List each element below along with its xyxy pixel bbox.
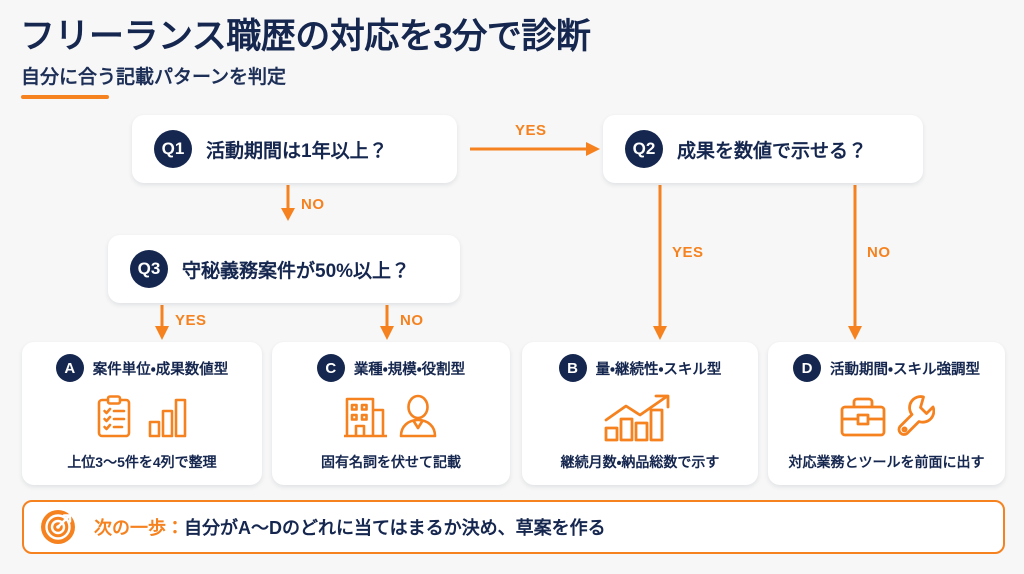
edge-label-q2-no: NO bbox=[867, 244, 891, 261]
result-caption-d: 対応業務とツールを前面に出す bbox=[788, 454, 985, 470]
page-subtitle: 自分に合う記載パターンを判定 bbox=[21, 67, 287, 88]
result-card-d[interactable]: D 活動期間・スキル強調型 対応業務とツールを前面に出す bbox=[768, 342, 1005, 485]
result-card-a-head: A 案件単位・成果数値型 bbox=[55, 354, 229, 382]
edge-label-q3-yes: YES bbox=[175, 312, 207, 329]
question-box-q3[interactable]: Q3 守秘義務案件が50%以上？ bbox=[108, 235, 460, 303]
next-step-body: 自分がA〜Dのどれに当てはまるか決め、草案を作る bbox=[184, 518, 606, 538]
person-icon bbox=[397, 394, 439, 440]
result-card-c[interactable]: C 業種・規模・役割型 bbox=[272, 342, 510, 485]
result-card-d-head: D 活動期間・スキル強調型 bbox=[793, 354, 980, 382]
question-box-q1[interactable]: Q1 活動期間は1年以上？ bbox=[132, 115, 457, 183]
question-badge-q3: Q3 bbox=[130, 250, 168, 288]
result-card-a[interactable]: A 案件単位・成果数値型 bbox=[22, 342, 262, 485]
result-badge-b: B bbox=[558, 354, 587, 382]
result-title-c: 業種・規模・役割型 bbox=[353, 361, 466, 378]
page-title: フリーランス職歴の対応を3分で診断 bbox=[20, 17, 591, 56]
growth-chart-icon bbox=[602, 392, 678, 442]
result-badge-d: D bbox=[793, 354, 822, 382]
result-caption-a: 上位3〜5件を4列で整理 bbox=[67, 454, 217, 470]
result-title-d: 活動期間・スキル強調型 bbox=[830, 361, 980, 378]
result-card-c-icons bbox=[343, 382, 439, 452]
question-badge-q1: Q1 bbox=[154, 130, 192, 168]
result-card-b-head: B 量・継続性・スキル型 bbox=[558, 354, 722, 382]
clipboard-check-icon bbox=[95, 394, 139, 440]
office-building-icon bbox=[343, 394, 389, 440]
result-card-b[interactable]: B 量・継続性・スキル型 継続月数・納品総数で示す bbox=[522, 342, 758, 485]
edge-label-q1-no: NO bbox=[301, 196, 325, 213]
question-badge-q2: Q2 bbox=[625, 130, 663, 168]
next-step-banner[interactable]: 次の一歩：自分がA〜Dのどれに当てはまるか決め、草案を作る bbox=[22, 500, 1005, 554]
result-card-a-icons bbox=[95, 382, 189, 452]
edge-label-q1-yes: YES bbox=[515, 122, 547, 139]
bar-chart-icon bbox=[147, 394, 189, 440]
result-caption-b: 継続月数・納品総数で示す bbox=[560, 454, 720, 470]
question-text-q1: 活動期間は1年以上？ bbox=[206, 140, 388, 162]
result-title-b: 量・継続性・スキル型 bbox=[595, 361, 722, 378]
question-text-q2: 成果を数値で示せる？ bbox=[677, 140, 868, 162]
target-icon bbox=[40, 509, 76, 545]
result-card-b-icons bbox=[602, 382, 678, 452]
next-step-text: 次の一歩：自分がA〜Dのどれに当てはまるか決め、草案を作る bbox=[94, 514, 606, 540]
result-badge-a: A bbox=[55, 354, 84, 382]
next-step-lead: 次の一歩： bbox=[94, 518, 184, 538]
result-caption-c: 固有名詞を伏せて記載 bbox=[321, 454, 461, 470]
accent-underline bbox=[21, 95, 109, 99]
result-badge-c: C bbox=[316, 354, 345, 382]
question-text-q3: 守秘義務案件が50%以上？ bbox=[182, 260, 411, 282]
wrench-icon bbox=[895, 394, 935, 440]
question-box-q2[interactable]: Q2 成果を数値で示せる？ bbox=[603, 115, 923, 183]
result-card-d-icons bbox=[839, 382, 935, 452]
edge-label-q2-yes: YES bbox=[672, 244, 704, 261]
briefcase-icon bbox=[839, 394, 887, 440]
result-title-a: 案件単位・成果数値型 bbox=[92, 361, 229, 378]
result-card-c-head: C 業種・規模・役割型 bbox=[316, 354, 466, 382]
edge-label-q3-no: NO bbox=[400, 312, 424, 329]
